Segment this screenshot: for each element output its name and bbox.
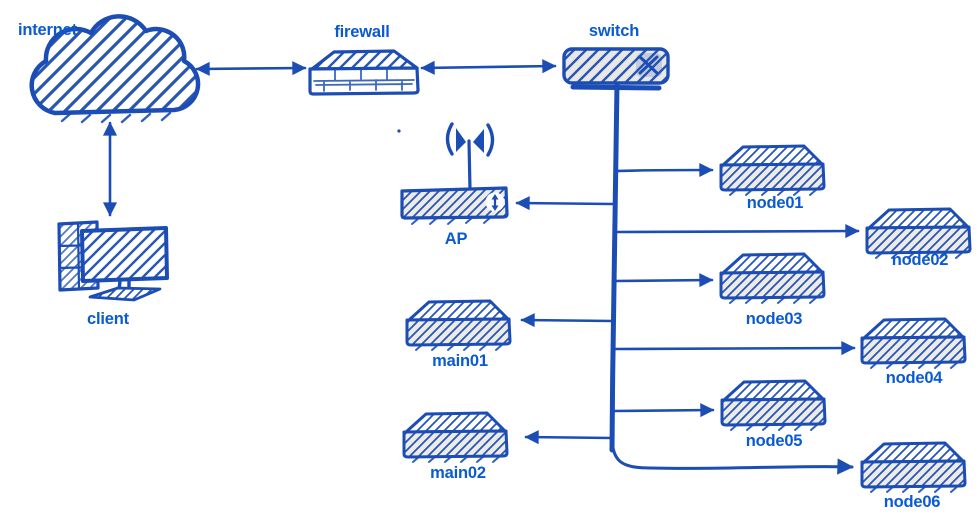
- server-box-icon: [720, 379, 827, 432]
- firewall-top-face: [310, 49, 419, 71]
- server-box-icon: [405, 299, 512, 352]
- firewall-shape: [308, 49, 420, 96]
- edge-switch-node03: [613, 273, 714, 288]
- server-box-icon: [402, 411, 509, 464]
- switch-shape: [562, 47, 670, 91]
- firewall-brick-lines: [313, 67, 415, 92]
- node04-label: node04: [886, 369, 944, 387]
- edge-switch-main01: [520, 313, 615, 328]
- edge-switch-node06: [610, 434, 854, 475]
- edge-firewall-switch: [420, 59, 557, 75]
- node03-label: node03: [746, 310, 803, 328]
- server-box-icon: [860, 441, 967, 494]
- main01-label: main01: [432, 352, 488, 370]
- server-box-icon: [719, 252, 826, 305]
- ap-body: [400, 186, 509, 220]
- main02-shape: [402, 411, 509, 464]
- node05-label: node05: [746, 432, 803, 450]
- antenna-left-fan-icon: [456, 128, 466, 152]
- edge-switch-main02: [524, 430, 614, 445]
- cloud-underline-ticks: [60, 111, 172, 124]
- client-monitor: [80, 226, 169, 283]
- internet-label: internet: [18, 21, 78, 39]
- switch-shadow: [570, 84, 662, 91]
- client-shape: [57, 220, 169, 302]
- server-box-icon: [719, 144, 826, 197]
- switch-trunk-line: [609, 81, 620, 453]
- node06-shape: [860, 441, 967, 494]
- ap-underline-ticks: [411, 216, 492, 225]
- antenna-right-fan-icon: [473, 129, 484, 153]
- server-box-icon: [860, 317, 967, 370]
- node02-label: node02: [892, 251, 949, 269]
- edge-internet-firewall: [195, 61, 307, 76]
- main02-label: main02: [430, 464, 486, 482]
- switch-label: switch: [589, 22, 639, 40]
- ink-dot: [397, 129, 401, 133]
- ap-antenna-stem: [467, 139, 472, 192]
- firewall-label: firewall: [334, 23, 389, 41]
- edge-switch-node01: [613, 162, 714, 178]
- node06-label: node06: [884, 493, 941, 511]
- node01-label: node01: [747, 194, 804, 212]
- switch-x-icon: [638, 55, 659, 75]
- internet-cloud-shape: [29, 14, 201, 124]
- client-label: client: [87, 310, 130, 328]
- client-base: [88, 286, 162, 302]
- signal-waves-icon: [445, 122, 495, 157]
- edge-switch-node02: [613, 224, 860, 239]
- main01-shape: [405, 299, 512, 352]
- edge-switch-node05: [612, 403, 715, 418]
- ap-label: AP: [445, 230, 468, 248]
- edge-switch-ap: [515, 196, 615, 211]
- ap-shape: [397, 122, 509, 225]
- node03-shape: [719, 252, 826, 305]
- updown-arrow-icon: [491, 194, 499, 211]
- node04-shape: [860, 317, 967, 370]
- node05-shape: [720, 379, 827, 432]
- node01-shape: [719, 144, 826, 197]
- edge-switch-node04: [613, 341, 856, 356]
